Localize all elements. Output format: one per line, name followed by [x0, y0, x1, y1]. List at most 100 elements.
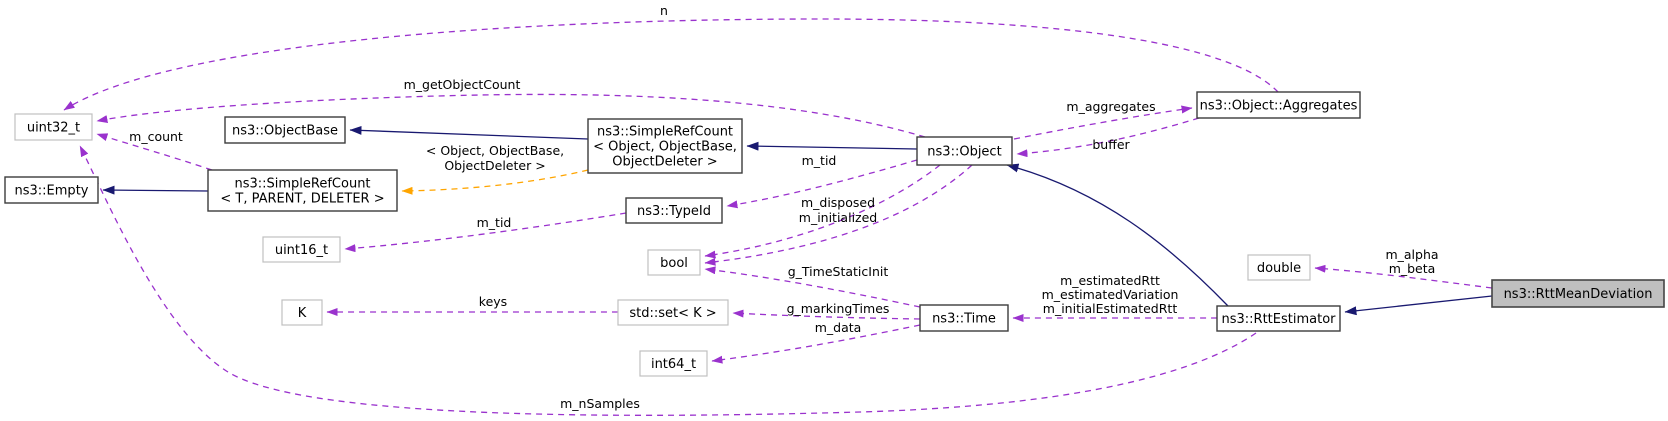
edge-line-inherit-object	[1006, 163, 1229, 307]
node-label-ns3-empty-0: ns3::Empty	[15, 184, 89, 199]
edge-line-buffer	[1016, 117, 1200, 158]
node-box-ns3-typeid[interactable]	[625, 197, 723, 224]
node-box-simplerefcount-t[interactable]	[207, 169, 398, 212]
node-k[interactable]: K	[281, 299, 323, 326]
node-label-int64-t-0: int64_t	[651, 357, 696, 372]
node-box-ns3-objectbase[interactable]	[224, 116, 346, 144]
edge-rtt-time-members: m_estimatedRttm_estimatedVariationm_init…	[1012, 273, 1217, 322]
edge-label-m-getobjectcount-0: m_getObjectCount	[404, 77, 521, 92]
node-label-ns3-objectbase-0: ns3::ObjectBase	[232, 124, 338, 139]
node-box-double[interactable]	[1247, 254, 1311, 281]
node-uint16-t[interactable]: uint16_t	[262, 236, 341, 263]
edge-label-m-count-0: m_count	[129, 129, 183, 144]
node-label-std-set-k-0: std::set< K >	[629, 306, 716, 321]
node-ns3-typeid[interactable]: ns3::TypeId	[625, 197, 723, 224]
node-box-ns3-time[interactable]	[919, 304, 1009, 332]
edge-m-data: m_data	[711, 320, 921, 364]
edge-n: n	[63, 3, 1279, 111]
edge-line-m-getobjectcount	[96, 93, 926, 138]
node-ns3-rttestimator[interactable]: ns3::RttEstimator	[1216, 305, 1341, 332]
edge-m-getobjectcount: m_getObjectCount	[96, 77, 926, 138]
edge-g-markingtimes: g_markingTimes	[732, 301, 921, 320]
edge-label-g-timestaticinit-0: g_TimeStaticInit	[788, 264, 889, 279]
edge-line-inherit-empty	[102, 185, 209, 195]
edge-m-tid-typeid: m_tid	[344, 212, 627, 253]
node-label-double-0: double	[1257, 261, 1301, 276]
node-label-ns3-object-0: ns3::Object	[927, 145, 1001, 160]
edge-label-rtt-time-members-0: m_estimatedRtt	[1060, 273, 1160, 288]
edge-label-template-instance-0: < Object, ObjectBase,	[426, 143, 564, 158]
edge-m-tid-object: m_tid	[726, 153, 918, 209]
edge-line-m-tid-object	[726, 159, 918, 209]
node-box-ns3-rttmeandeviation[interactable]	[1491, 279, 1665, 308]
node-box-int64-t[interactable]	[639, 350, 708, 377]
edge-inherit-rttestimator	[1344, 295, 1493, 316]
node-label-simplerefcount-object-0: ns3::SimpleRefCount	[597, 125, 733, 140]
node-ns3-time[interactable]: ns3::Time	[919, 304, 1009, 332]
node-box-ns3-rttestimator[interactable]	[1216, 305, 1341, 332]
node-double[interactable]: double	[1247, 254, 1311, 281]
edge-line-inherit-src-object	[746, 141, 918, 151]
edge-line-m-aggregates	[1013, 105, 1193, 140]
edge-line-g-markingtimes	[732, 309, 921, 320]
node-ns3-object-aggregates[interactable]: ns3::Object::Aggregates	[1196, 91, 1361, 119]
edge-line-m-count	[96, 133, 213, 171]
edge-inherit-src-object	[746, 141, 918, 151]
node-bool[interactable]: bool	[647, 249, 701, 276]
edge-line-m-nsamples	[79, 145, 1257, 416]
node-label-bool-0: bool	[660, 256, 688, 271]
node-box-ns3-object-aggregates[interactable]	[1196, 91, 1361, 119]
node-std-set-k[interactable]: std::set< K >	[617, 299, 729, 326]
edge-label-rtt-time-members-1: m_estimatedVariation	[1042, 287, 1179, 302]
edge-label-m-data-0: m_data	[815, 320, 862, 335]
node-int64-t[interactable]: int64_t	[639, 350, 708, 377]
node-label-ns3-rttmeandeviation-0: ns3::RttMeanDeviation	[1504, 287, 1653, 302]
edge-label-m-alpha-beta-1: m_beta	[1389, 261, 1436, 276]
node-label-uint32-t-0: uint32_t	[27, 121, 80, 136]
node-label-ns3-typeid-0: ns3::TypeId	[637, 204, 711, 219]
edge-inherit-object	[1006, 163, 1229, 307]
edge-template-instance: < Object, ObjectBase,ObjectDeleter >	[401, 143, 589, 195]
edge-line-inherit-objectbase	[349, 125, 589, 140]
edge-m-count: m_count	[96, 129, 213, 171]
node-box-std-set-k[interactable]	[617, 299, 729, 326]
node-label-simplerefcount-t-1: < T, PARENT, DELETER >	[220, 192, 384, 207]
node-simplerefcount-t[interactable]: ns3::SimpleRefCount< T, PARENT, DELETER …	[207, 169, 398, 212]
edge-label-n-0: n	[660, 3, 668, 18]
edge-line-inherit-rttestimator	[1344, 295, 1493, 316]
node-ns3-empty[interactable]: ns3::Empty	[4, 176, 99, 204]
node-label-uint16-t-0: uint16_t	[275, 243, 328, 258]
edge-m-initialized	[704, 164, 973, 266]
node-label-k-0: K	[298, 306, 307, 321]
edge-label-m-disposed-1: m_initialized	[799, 210, 877, 225]
edge-line-n	[63, 18, 1279, 111]
edge-m-aggregates: m_aggregates	[1013, 99, 1193, 140]
edge-label-rtt-time-members-2: m_initialEstimatedRtt	[1043, 301, 1178, 316]
edge-label-template-instance-1: ObjectDeleter >	[444, 158, 545, 173]
node-label-simplerefcount-object-1: < Object, ObjectBase,	[593, 140, 737, 155]
edge-line-m-initialized	[704, 164, 973, 266]
edge-inherit-empty	[102, 185, 209, 195]
edge-inherit-objectbase	[349, 125, 589, 140]
edge-line-template-instance	[401, 169, 589, 195]
node-uint32-t[interactable]: uint32_t	[14, 113, 93, 141]
node-box-simplerefcount-object[interactable]	[587, 118, 743, 174]
node-ns3-rttmeandeviation[interactable]: ns3::RttMeanDeviation	[1491, 279, 1665, 308]
node-box-ns3-object[interactable]	[916, 136, 1013, 166]
node-label-simplerefcount-object-2: ObjectDeleter >	[612, 155, 717, 170]
edge-m-nsamples: m_nSamples	[79, 145, 1257, 416]
node-simplerefcount-object[interactable]: ns3::SimpleRefCount< Object, ObjectBase,…	[587, 118, 743, 174]
edge-line-m-disposed	[704, 164, 941, 259]
node-ns3-objectbase[interactable]: ns3::ObjectBase	[224, 116, 346, 144]
edge-label-m-tid-typeid-0: m_tid	[477, 215, 512, 230]
node-box-k[interactable]	[281, 299, 323, 326]
node-box-uint16-t[interactable]	[262, 236, 341, 263]
node-box-uint32-t[interactable]	[14, 113, 93, 141]
edge-label-m-aggregates-0: m_aggregates	[1066, 99, 1155, 114]
node-box-ns3-empty[interactable]	[4, 176, 99, 204]
node-box-bool[interactable]	[647, 249, 701, 276]
node-ns3-object[interactable]: ns3::Object	[916, 136, 1013, 166]
edge-g-timestaticinit: g_TimeStaticInit	[704, 264, 921, 308]
